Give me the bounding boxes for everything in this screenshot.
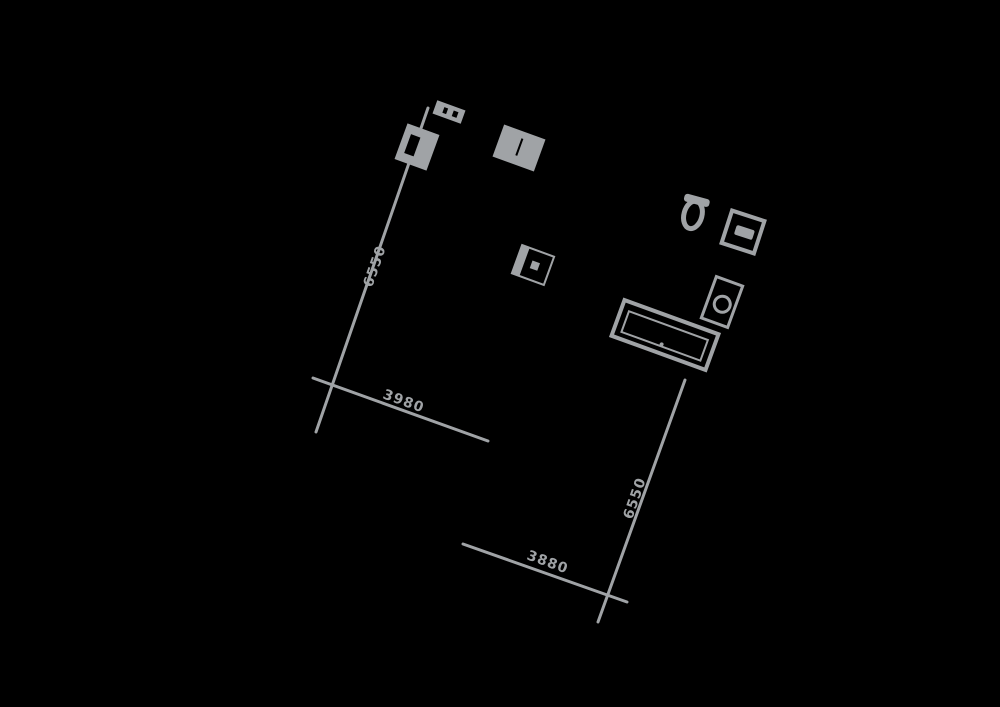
right-vertical-dimension-line — [596, 378, 687, 624]
box-icon — [510, 243, 556, 287]
bathtub-icon — [608, 297, 722, 373]
cabinet-icon — [394, 123, 440, 171]
right-horizontal-dimension-line — [461, 542, 629, 604]
washer-icon — [699, 274, 745, 330]
left-vertical-dimension-label: 6550 — [361, 243, 390, 289]
right-dimension-group: 6550 3880 — [461, 378, 687, 624]
outlet-icon — [432, 100, 466, 124]
toilet-icon — [681, 193, 710, 232]
right-vertical-dimension-label: 6550 — [621, 475, 650, 521]
panel-icon — [492, 124, 546, 172]
sink-icon — [719, 208, 767, 256]
left-horizontal-dimension-line — [311, 376, 490, 443]
